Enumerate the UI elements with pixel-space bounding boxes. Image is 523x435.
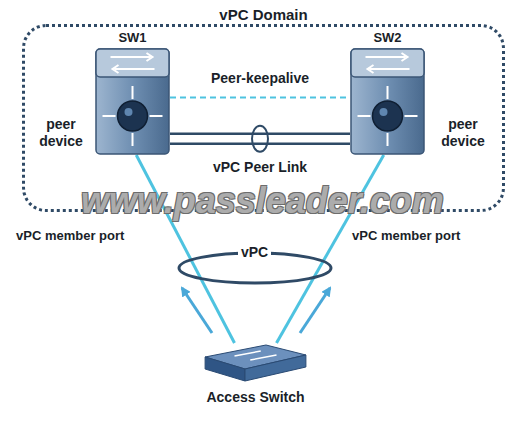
device-role: peer device <box>30 116 92 150</box>
switch-name: SW1 <box>95 30 170 45</box>
switch-front-face <box>205 357 245 381</box>
nexus-switch-icon <box>350 48 425 155</box>
access-switch: Access Switch <box>203 343 308 405</box>
link-label: Peer-keepalive <box>211 70 309 86</box>
direction-glyph <box>103 115 116 117</box>
highlight <box>380 108 388 116</box>
switch-top <box>351 49 424 77</box>
flow-arrow <box>182 288 212 333</box>
arrow-glyph <box>113 65 155 73</box>
arrow-glyph <box>235 351 277 360</box>
switch-name: Access Switch <box>203 343 308 405</box>
bundle-label: vPC <box>238 244 271 260</box>
keepalive-link <box>170 97 350 99</box>
arrow-glyph <box>366 53 408 61</box>
nexus-switch: SW2 <box>350 30 425 155</box>
watermark: www.passleader.com <box>81 180 444 222</box>
direction-glyph <box>132 86 134 99</box>
direction-glyph <box>387 86 389 99</box>
switch-body <box>96 49 169 154</box>
peer-link-line <box>170 133 350 136</box>
connector <box>170 97 350 98</box>
link-label: vPC Peer Link <box>213 159 307 175</box>
nexus-switch-icon <box>95 48 170 155</box>
direction-glyph <box>387 133 389 146</box>
direction-glyph <box>358 115 371 117</box>
arrow-glyph <box>111 53 153 61</box>
direction-glyph <box>150 115 163 117</box>
switch-body <box>351 49 424 154</box>
router-core <box>373 101 403 131</box>
router-core <box>118 101 148 131</box>
direction-glyph <box>132 133 134 146</box>
highlight <box>125 108 133 116</box>
access-switch-icon <box>203 343 308 385</box>
bundle-ellipse <box>252 126 268 152</box>
direction-glyph <box>405 115 418 117</box>
connector <box>170 126 350 152</box>
peer-link-line <box>170 143 350 146</box>
switch-top <box>96 49 169 77</box>
device-role: peer device <box>432 116 494 150</box>
arrow-glyph <box>368 65 410 73</box>
nexus-switch: SW1 <box>95 30 170 155</box>
port-label: vPC member port <box>16 228 124 243</box>
flow-arrow <box>300 288 330 333</box>
domain-title: vPC Domain <box>22 6 505 23</box>
port-label: vPC member port <box>352 228 460 243</box>
switch-name: SW2 <box>350 30 425 45</box>
